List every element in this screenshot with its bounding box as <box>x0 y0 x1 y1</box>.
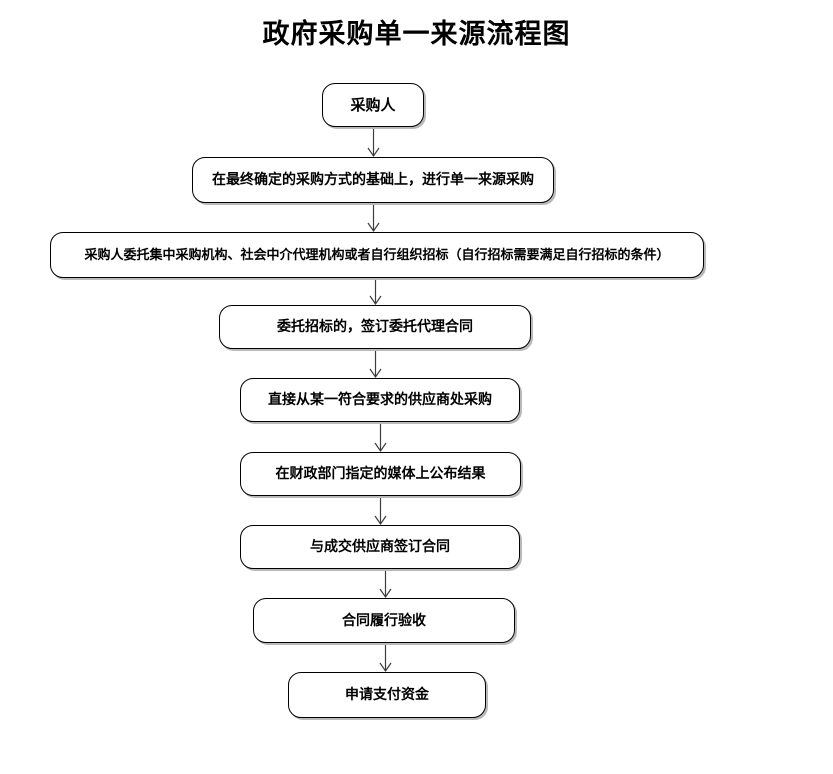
flow-node-entrust-agency[interactable]: 采购人委托集中采购机构、社会中介代理机构或者自行组织招标（自行招标需要满足自行招… <box>50 232 704 278</box>
flow-node-contract-acceptance[interactable]: 合同履行验收 <box>253 598 515 643</box>
arrow-n2-n3 <box>367 203 380 233</box>
flow-node-label: 合同履行验收 <box>342 612 426 629</box>
flow-node-payment-request[interactable]: 申请支付资金 <box>288 672 486 718</box>
arrow-n4-n5 <box>369 349 382 379</box>
flow-node-single-source-method[interactable]: 在最终确定的采购方式的基础上，进行单一来源采购 <box>192 157 554 203</box>
flow-node-label: 委托招标的，签订委托代理合同 <box>277 319 473 335</box>
arrow-n7-n8 <box>379 569 392 599</box>
flow-node-label: 在最终确定的采购方式的基础上，进行单一来源采购 <box>212 172 534 188</box>
arrow-n1-n2 <box>367 127 380 158</box>
flow-node-label: 采购人委托集中采购机构、社会中介代理机构或者自行组织招标（自行招标需要满足自行招… <box>84 247 670 263</box>
page-title: 政府采购单一来源流程图 <box>262 19 571 50</box>
arrow-n5-n6 <box>374 422 387 453</box>
arrow-n6-n7 <box>374 496 387 526</box>
flow-node-label: 直接从某一符合要求的供应商处采购 <box>268 392 492 408</box>
arrow-n8-n9 <box>379 643 392 673</box>
flow-node-agency-contract[interactable]: 委托招标的，签订委托代理合同 <box>219 305 531 349</box>
flow-node-sign-contract[interactable]: 与成交供应商签订合同 <box>240 525 520 569</box>
flow-node-label: 采购人 <box>350 95 396 114</box>
flow-node-label: 申请支付资金 <box>345 687 429 703</box>
flow-node-label: 与成交供应商签订合同 <box>310 539 450 555</box>
flow-node-label: 在财政部门指定的媒体上公布结果 <box>275 466 486 482</box>
flow-node-purchaser[interactable]: 采购人 <box>322 83 424 127</box>
flow-node-publish-result[interactable]: 在财政部门指定的媒体上公布结果 <box>240 452 521 496</box>
arrow-n3-n4 <box>369 278 382 306</box>
flow-node-direct-purchase[interactable]: 直接从某一符合要求的供应商处采购 <box>240 378 520 422</box>
